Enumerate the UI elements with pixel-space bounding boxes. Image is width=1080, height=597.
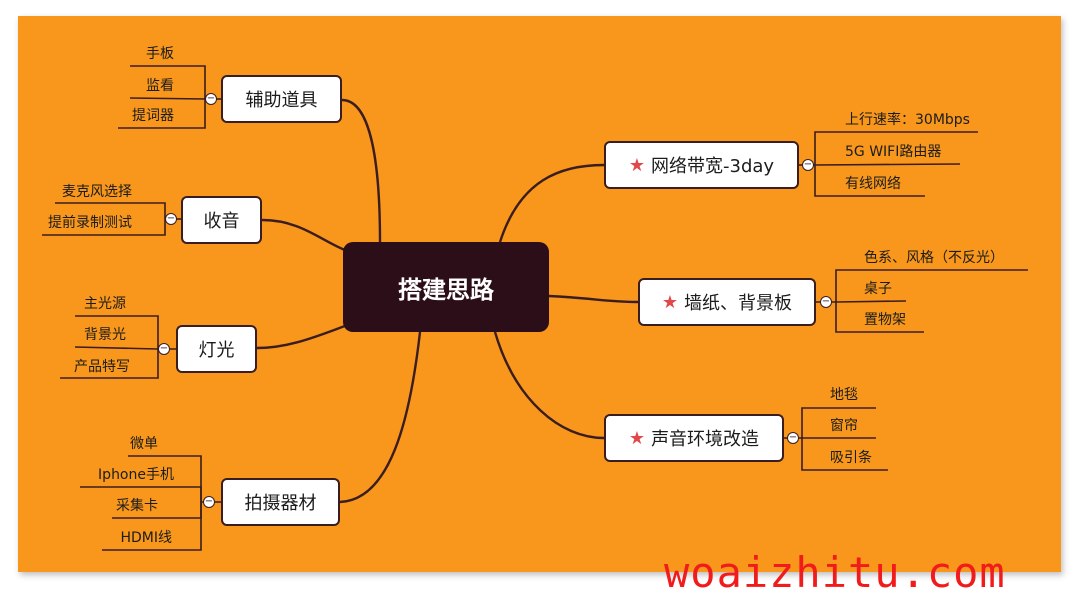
leaf-item[interactable]: 吸引条 bbox=[830, 450, 872, 466]
collapse-icon[interactable]: − bbox=[802, 159, 814, 171]
branch-wallpaper[interactable]: ★ 墙纸、背景板 bbox=[638, 278, 816, 326]
central-topic[interactable]: 搭建思路 bbox=[343, 242, 549, 332]
collapse-icon[interactable]: − bbox=[203, 496, 215, 508]
star-icon: ★ bbox=[661, 291, 679, 313]
leaf-item[interactable]: 监看 bbox=[146, 78, 174, 94]
leaf-item[interactable]: 采集卡 bbox=[116, 498, 158, 514]
collapse-icon[interactable]: − bbox=[205, 93, 217, 105]
leaf-item[interactable]: 微单 bbox=[130, 436, 158, 452]
leaf-item[interactable]: 提前录制测试 bbox=[48, 215, 132, 231]
leaf-item[interactable]: 手板 bbox=[146, 46, 174, 62]
branch-audio[interactable]: 收音 bbox=[181, 196, 262, 244]
leaf-item[interactable]: 桌子 bbox=[864, 281, 892, 297]
branch-label: 收音 bbox=[203, 211, 240, 232]
leaf-item[interactable]: 有线网络 bbox=[845, 176, 901, 192]
leaf-item[interactable]: 麦克风选择 bbox=[62, 184, 132, 200]
leaf-item[interactable]: 色系、风格（不反光） bbox=[864, 250, 1004, 266]
leaf-item[interactable]: 提词器 bbox=[132, 108, 174, 124]
leaf-item[interactable]: 上行速率：30Mbps bbox=[845, 112, 970, 128]
branch-lighting[interactable]: 灯光 bbox=[176, 325, 257, 373]
leaf-item[interactable]: Iphone手机 bbox=[98, 467, 174, 483]
branch-sound-env[interactable]: ★ 声音环境改造 bbox=[604, 414, 784, 462]
collapse-icon[interactable]: − bbox=[787, 432, 799, 444]
leaf-item[interactable]: 置物架 bbox=[864, 312, 906, 328]
branch-label: 拍摄器材 bbox=[244, 493, 317, 514]
branch-camera-gear[interactable]: 拍摄器材 bbox=[221, 478, 340, 526]
star-icon: ★ bbox=[628, 154, 646, 176]
leaf-item[interactable]: 地毯 bbox=[830, 387, 858, 403]
collapse-icon[interactable]: − bbox=[158, 343, 170, 355]
leaf-item[interactable]: 背景光 bbox=[84, 327, 126, 343]
branch-label: 辅助道具 bbox=[245, 90, 318, 111]
leaf-item[interactable]: 5G WIFI路由器 bbox=[845, 144, 942, 160]
leaf-item[interactable]: 主光源 bbox=[84, 296, 126, 312]
collapse-icon[interactable]: − bbox=[165, 213, 177, 225]
branch-network[interactable]: ★ 网络带宽-3day bbox=[604, 141, 799, 189]
branch-label: 墙纸、背景板 bbox=[684, 293, 793, 314]
collapse-icon[interactable]: − bbox=[820, 296, 832, 308]
leaf-item[interactable]: 产品特写 bbox=[74, 359, 130, 375]
branch-aux-tools[interactable]: 辅助道具 bbox=[221, 75, 342, 123]
leaf-item[interactable]: HDMI线 bbox=[120, 530, 172, 546]
leaf-item[interactable]: 窗帘 bbox=[830, 418, 858, 434]
branch-label: 灯光 bbox=[198, 340, 235, 361]
branch-label: 声音环境改造 bbox=[651, 429, 760, 450]
branch-label: 网络带宽-3day bbox=[651, 156, 775, 177]
star-icon: ★ bbox=[628, 427, 646, 449]
watermark-text: woaizhitu.com bbox=[664, 548, 1006, 597]
